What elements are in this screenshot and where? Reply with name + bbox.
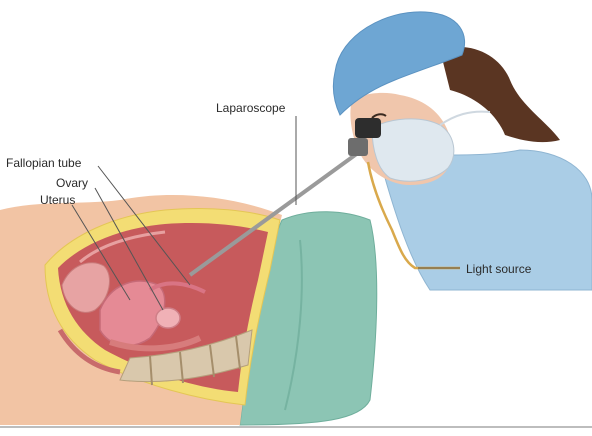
patient-cross-section [0, 195, 282, 425]
label-ovary: Ovary [56, 176, 88, 190]
laparoscope-eyepiece [348, 138, 368, 156]
surgeon-hair [440, 47, 560, 142]
ovary-organ [156, 308, 180, 328]
mask-strap [440, 112, 490, 125]
label-fallopian-tube: Fallopian tube [6, 156, 81, 170]
label-laparoscope: Laparoscope [216, 101, 285, 115]
laparoscope-camera [355, 118, 381, 138]
label-light-source: Light source [466, 262, 531, 276]
label-uterus: Uterus [40, 193, 75, 207]
surgeon-mask [372, 119, 454, 181]
